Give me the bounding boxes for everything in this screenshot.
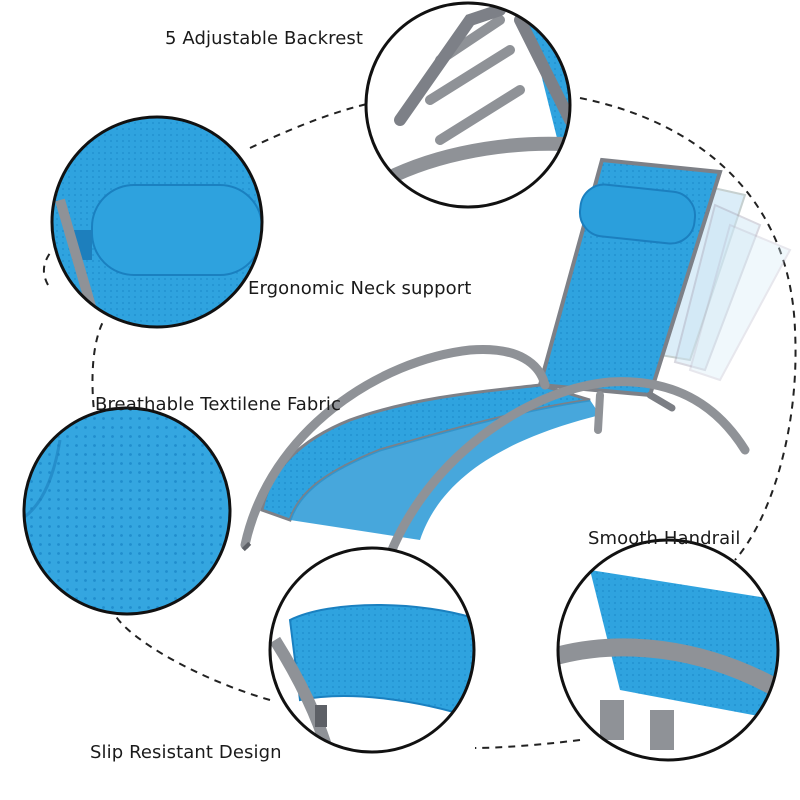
detail-circle-slip-resistant	[268, 546, 476, 754]
detail-circle-handrail	[556, 538, 780, 762]
feature-label-fabric: Breathable Textilene Fabric	[95, 394, 342, 415]
detail-circle-neck-support	[50, 115, 264, 329]
feature-label-backrest: 5 Adjustable Backrest	[165, 28, 364, 49]
feature-label-handrail: Smooth Handrail	[588, 528, 741, 549]
feature-label-slip-resistant: Slip Resistant Design	[90, 742, 282, 763]
detail-circle-backrest	[364, 1, 572, 209]
detail-circle-fabric	[22, 406, 232, 616]
feature-label-neck-support: Ergonomic Neck support	[248, 278, 472, 299]
lounger-main	[240, 157, 792, 590]
dashed-connector-path	[42, 95, 797, 749]
